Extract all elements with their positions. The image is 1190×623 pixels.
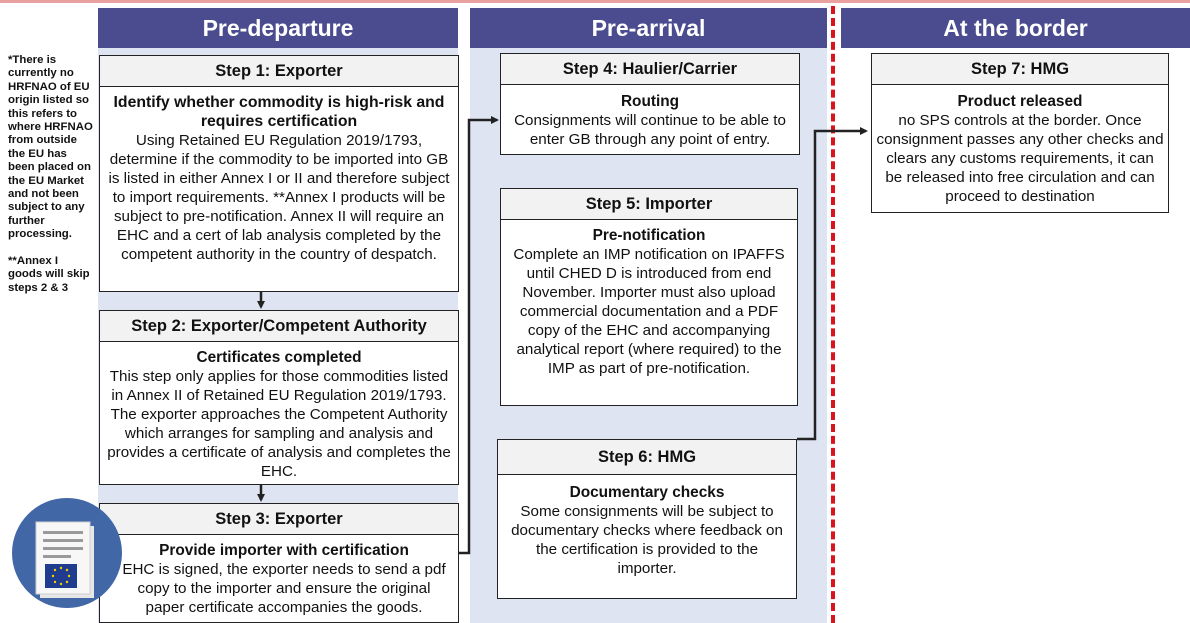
step-4-box: Step 4: Haulier/Carrier Routing Consignm… <box>500 53 800 155</box>
header-pre-departure: Pre-departure <box>98 8 458 48</box>
step-2-title: Step 2: Exporter/Competent Authority <box>100 311 458 342</box>
step-2-box: Step 2: Exporter/Competent Authority Cer… <box>99 310 459 485</box>
step-1-box: Step 1: Exporter Identify whether commod… <box>99 55 459 292</box>
step-7-box: Step 7: HMG Product released no SPS cont… <box>871 53 1169 213</box>
side-note-origin: *There is currently no HRFNAO of EU orig… <box>8 54 93 241</box>
top-rule <box>0 0 1190 3</box>
step-6-text: Some consignments will be subject to doc… <box>511 503 783 577</box>
step-1-subtitle: Identify whether commodity is high-risk … <box>113 94 445 130</box>
step-2-text: This step only applies for those commodi… <box>107 368 451 480</box>
step-4-subtitle: Routing <box>620 93 680 110</box>
step-6-title: Step 6: HMG <box>498 440 796 475</box>
step-4-title: Step 4: Haulier/Carrier <box>501 54 799 85</box>
certificate-document-icon <box>12 498 122 608</box>
step-3-title: Step 3: Exporter <box>100 504 458 535</box>
header-at-the-border: At the border <box>841 8 1190 48</box>
step-3-text: EHC is signed, the exporter needs to sen… <box>122 561 446 616</box>
step-5-text: Complete an IMP notification on IPAFFS u… <box>513 246 785 377</box>
step-4-text: Consignments will continue to be able to… <box>514 112 786 148</box>
step-1-title: Step 1: Exporter <box>100 56 458 87</box>
step-5-box: Step 5: Importer Pre-notification Comple… <box>500 188 798 406</box>
step-6-box: Step 6: HMG Documentary checks Some cons… <box>497 439 797 599</box>
step-1-text: Using Retained EU Regulation 2019/1793, … <box>108 132 450 263</box>
arrow-step6-to-step7 <box>797 127 868 441</box>
step-2-subtitle: Certificates completed <box>196 349 362 366</box>
side-note: *There is currently no HRFNAO of EU orig… <box>8 54 94 295</box>
step-5-subtitle: Pre-notification <box>592 227 706 244</box>
step-7-title: Step 7: HMG <box>872 54 1168 85</box>
step-7-text: no SPS controls at the border. Once cons… <box>876 112 1164 205</box>
side-note-annex: **Annex I goods will skip steps 2 & 3 <box>8 254 90 294</box>
arrow-step3-to-step4 <box>459 116 499 555</box>
step-5-title: Step 5: Importer <box>501 189 797 220</box>
step-3-subtitle: Provide importer with certification <box>159 542 409 559</box>
header-pre-arrival: Pre-arrival <box>470 8 827 48</box>
border-dashed-line <box>831 6 835 623</box>
step-6-subtitle: Documentary checks <box>569 484 725 501</box>
step-3-box: Step 3: Exporter Provide importer with c… <box>99 503 459 623</box>
step-7-subtitle: Product released <box>957 93 1083 110</box>
